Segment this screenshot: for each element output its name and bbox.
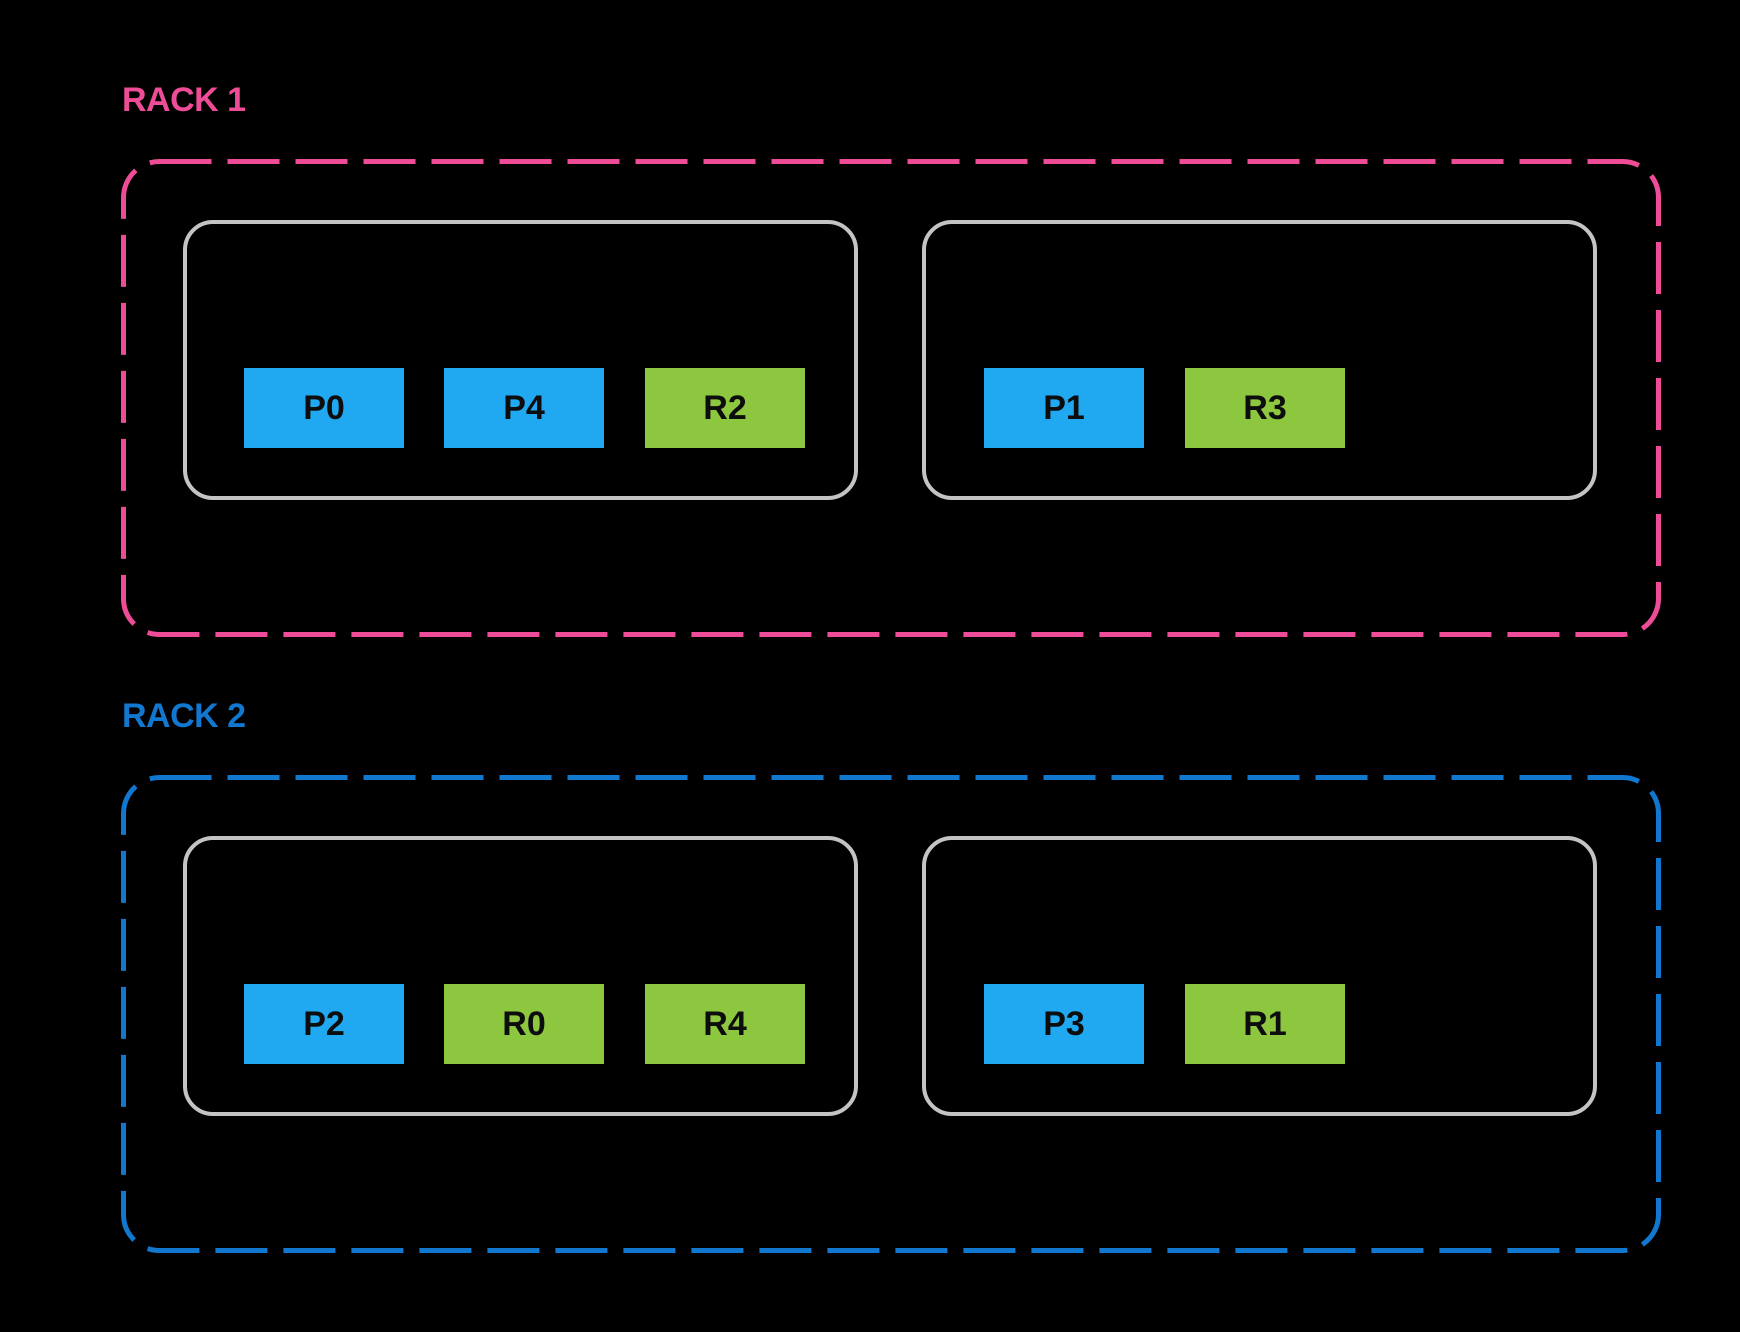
rack-1-host-1: P0 P4 R2: [183, 220, 858, 500]
rack-1-host-2: P1 R3: [922, 220, 1597, 500]
rack-2-host-1: P2 R0 R4: [183, 836, 858, 1116]
slot-r2: R2: [645, 368, 805, 448]
rack-1-dashed-border: [121, 159, 1661, 637]
rack-1-boundary: [121, 159, 1661, 637]
slot-p4: P4: [444, 368, 604, 448]
rack-2-group: P2 R0 R4 P3 R1: [121, 775, 1661, 1253]
rack-2-boundary: [121, 775, 1661, 1253]
slot-r0: R0: [444, 984, 604, 1064]
rack-1-label: RACK 1: [122, 81, 246, 119]
slot-r4: R4: [645, 984, 805, 1064]
slot-p3: P3: [984, 984, 1144, 1064]
rack-1-group: P0 P4 R2 P1 R3: [121, 159, 1661, 637]
rack-2-host-2: P3 R1: [922, 836, 1597, 1116]
slot-p2: P2: [244, 984, 404, 1064]
slot-r3: R3: [1185, 368, 1345, 448]
rack-2-label: RACK 2: [122, 697, 246, 735]
slot-p1: P1: [984, 368, 1144, 448]
slot-p0: P0: [244, 368, 404, 448]
rack-2-dashed-border: [121, 775, 1661, 1253]
slot-r1: R1: [1185, 984, 1345, 1064]
